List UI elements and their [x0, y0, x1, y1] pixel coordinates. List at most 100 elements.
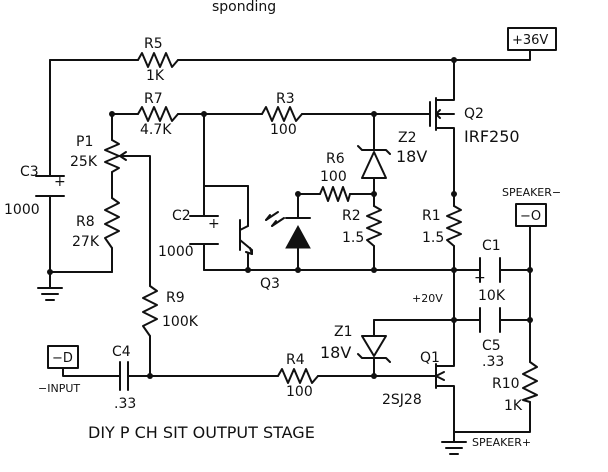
junction-dot	[371, 373, 377, 379]
q1-value: 2SJ28	[382, 392, 422, 408]
r1-value: 1.5	[422, 230, 444, 246]
resistor-r7-symbol	[137, 106, 179, 122]
resistor-r5-symbol	[137, 52, 179, 68]
c3-value: 1000	[4, 202, 40, 218]
r10-value: 1K	[504, 398, 523, 414]
speaker-plus-label: SPEAKER+	[472, 436, 531, 449]
capacitor-c3-symbol	[35, 175, 65, 197]
terminal-neg-out-box	[515, 203, 547, 227]
c3-ref: C3	[20, 164, 39, 180]
resistor-r3-symbol	[261, 106, 303, 122]
r5-value: 1K	[146, 68, 165, 84]
transistor-q1-symbol	[429, 361, 455, 391]
r2-value: 1.5	[342, 230, 364, 246]
r7-value: 4.7K	[140, 122, 172, 138]
r5-ref: R5	[144, 36, 163, 52]
c3-polarity-plus: +	[54, 174, 66, 190]
capacitor-c2-symbol	[189, 215, 219, 245]
c4-value: .33	[114, 396, 136, 412]
r9-ref: R9	[166, 290, 185, 306]
input-label: −INPUT	[38, 382, 80, 395]
junction-dot	[451, 57, 457, 63]
r8-ref: R8	[76, 214, 95, 230]
terminal-neg-in-label: −D	[52, 351, 73, 366]
junction-dot	[109, 111, 115, 117]
junction-dot	[295, 191, 301, 197]
r3-ref: R3	[276, 91, 295, 107]
junction-dot	[451, 191, 457, 197]
c2-ref: C2	[172, 208, 191, 224]
ground-symbol	[441, 441, 467, 455]
z1-ref: Z1	[334, 324, 353, 340]
c2-column-wire	[203, 113, 249, 271]
c5-ref: C5	[482, 338, 501, 354]
junction-dot	[527, 317, 533, 323]
r4-ref: R4	[286, 352, 305, 368]
c1-value: 10K	[478, 288, 506, 304]
resistor-r4-symbol	[277, 368, 319, 384]
ground-symbol	[37, 287, 63, 301]
top-rail-wire	[49, 49, 531, 61]
rail-20v-label: +20V	[412, 292, 443, 305]
z1-value: 18V	[320, 343, 351, 362]
terminal-plus36v-label: +36V	[512, 33, 548, 48]
r6-ref: R6	[326, 151, 345, 167]
wiper-wire	[119, 155, 151, 377]
p1-ref: P1	[76, 134, 93, 150]
r9-value: 100K	[162, 314, 199, 330]
capacitor-c1-symbol	[479, 257, 501, 283]
potentiometer-p1-symbol	[104, 139, 120, 173]
top-caption: sponding	[212, 0, 276, 15]
capacitor-c5-symbol	[479, 307, 501, 333]
speaker-minus-label: SPEAKER−	[502, 186, 561, 199]
c2-polarity-plus: +	[208, 216, 220, 232]
junction-dot	[295, 267, 301, 273]
q1-ref: Q1	[420, 350, 440, 366]
junction-dot	[245, 267, 251, 273]
r8-value: 27K	[72, 234, 100, 250]
p1-value: 25K	[70, 154, 98, 170]
wires	[49, 49, 531, 443]
resistor-r8-symbol	[104, 197, 120, 249]
c2-value: 1000	[158, 244, 194, 260]
junction-dot	[201, 111, 207, 117]
diode-symbol	[285, 217, 311, 249]
resistor-r10-symbol	[522, 361, 538, 403]
q2-ref: Q2	[464, 106, 484, 122]
resistor-r1-symbol	[446, 205, 462, 247]
resistor-r6-symbol	[319, 186, 351, 202]
r6-value: 100	[320, 169, 347, 185]
zener-z1-symbol	[357, 335, 391, 363]
c1-ref: C1	[482, 238, 501, 254]
q3-ref: Q3	[260, 276, 280, 292]
zener-z2-symbol	[357, 145, 391, 179]
z2-ref: Z2	[398, 130, 417, 146]
resistor-r9-symbol	[142, 285, 158, 337]
r10-ref: R10	[492, 376, 520, 392]
junction-dot	[147, 373, 153, 379]
junctions	[47, 57, 533, 379]
optocoupler-q3-symbol	[239, 185, 285, 255]
junction-dot	[451, 317, 457, 323]
c1-polarity-plus: +	[474, 270, 486, 286]
terminal-plus36v-box	[507, 27, 557, 51]
z2-value: 18V	[396, 147, 427, 166]
speaker-rail-wire	[453, 225, 531, 433]
terminal-neg-out-label: −O	[520, 209, 541, 224]
capacitor-c4-symbol	[119, 361, 129, 391]
junction-dot	[47, 269, 53, 275]
r2-ref: R2	[342, 208, 361, 224]
r3-value: 100	[270, 122, 297, 138]
junction-dot	[371, 191, 377, 197]
transistor-q2-symbol	[429, 95, 455, 133]
junction-dot	[527, 267, 533, 273]
r7-ref: R7	[144, 91, 163, 107]
q2-value: IRF250	[464, 127, 520, 146]
resistor-r2-symbol	[366, 205, 382, 247]
p1-wiper-arrow	[119, 151, 127, 161]
r1-ref: R1	[422, 208, 441, 224]
c4-ref: C4	[112, 344, 131, 360]
c5-value: .33	[482, 354, 504, 370]
opto-wire	[247, 193, 299, 271]
